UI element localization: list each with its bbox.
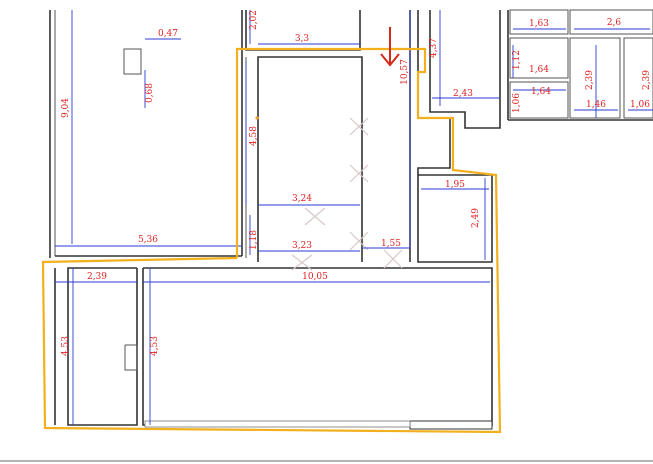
dim-label-112: 1,12 [512, 50, 522, 70]
wall-right-core [429, 10, 501, 129]
dim-label-106b: 1,06 [630, 100, 650, 110]
dim-label-437: 4,37 [429, 38, 439, 58]
room-cell-5 [569, 37, 621, 119]
wall-bottom-large-room [142, 267, 493, 426]
dim-label-146: 1,46 [586, 100, 606, 110]
dim-label-164b: 1,64 [531, 87, 551, 97]
dim-label-202: 2,02 [249, 10, 259, 30]
marker-dot [255, 116, 259, 120]
dim-label-536: 5,36 [138, 235, 158, 245]
dim-label-458: 4,58 [249, 126, 259, 146]
room-cell-2 [509, 37, 569, 79]
down-arrow-icon [380, 27, 400, 67]
door-sill [409, 420, 493, 430]
dim-label-324: 3,24 [292, 194, 312, 204]
dim-label-155: 1,55 [381, 239, 401, 249]
walls [49, 9, 653, 430]
dim-label-106a: 1,06 [512, 93, 522, 113]
wall-notch [124, 344, 138, 371]
dimension-lines [55, 10, 653, 425]
dim-label-239b: 2,39 [642, 70, 652, 90]
dim-label-33: 3,3 [295, 34, 310, 44]
room-cell-1 [509, 9, 569, 35]
apartment-outline [41, 47, 502, 434]
dim-label-239c: 2,39 [87, 272, 107, 282]
faint-marks [291, 117, 403, 271]
dim-label-904: 9,04 [61, 98, 71, 118]
dim-label-118: 1,18 [249, 230, 259, 250]
room-cell-3 [509, 81, 569, 119]
wall-central-room [257, 56, 363, 262]
room-cell-4 [569, 9, 653, 35]
room-cell-6 [623, 37, 653, 119]
dim-label-323: 3,23 [292, 241, 312, 251]
small-column [123, 48, 142, 75]
dim-label-453a: 4,53 [61, 336, 71, 356]
dim-label-243: 2,43 [453, 89, 473, 99]
dimension-labels: 0,47 0,68 9,04 5,36 2,02 3,3 4,58 3,24 1… [61, 10, 652, 356]
dim-label-453b: 4,53 [150, 336, 160, 356]
dim-label-239a: 2,39 [585, 70, 595, 90]
dim-label-068: 0,68 [145, 83, 155, 103]
dim-label-1057: 10,57 [400, 59, 410, 85]
dim-label-164a: 1,64 [529, 65, 549, 75]
window-sill [144, 420, 411, 428]
dim-label-26: 2,6 [607, 18, 622, 28]
dim-label-163: 1,63 [529, 19, 549, 29]
dim-label-249: 2,49 [471, 208, 481, 228]
dim-label-1005: 10,05 [302, 272, 328, 282]
dim-label-195: 1,95 [445, 180, 465, 190]
dim-label-047: 0,47 [158, 29, 178, 39]
wall-bottom-small-room [67, 267, 138, 426]
